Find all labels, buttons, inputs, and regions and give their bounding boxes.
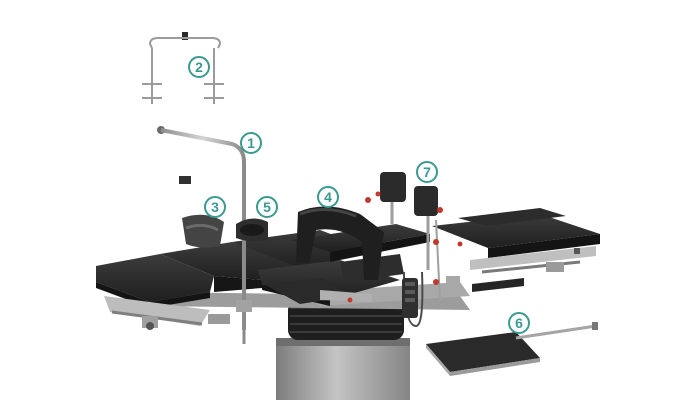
iv-pole xyxy=(142,32,224,240)
lateral-support xyxy=(347,172,463,303)
head-pad xyxy=(236,218,268,242)
instrument-tray xyxy=(426,322,598,376)
callout-6: 6 xyxy=(508,312,530,334)
callout-7: 7 xyxy=(416,161,438,183)
callout-1: 1 xyxy=(240,132,262,154)
callout-3: 3 xyxy=(204,196,226,218)
hand-remote xyxy=(402,271,424,328)
arm-support xyxy=(182,214,224,248)
shoulder-support xyxy=(296,206,384,280)
callout-5: 5 xyxy=(256,196,278,218)
base-column xyxy=(276,338,410,400)
callout-4: 4 xyxy=(317,186,339,208)
leg-plates xyxy=(96,254,230,330)
arm-board xyxy=(264,278,372,304)
side-rail-arm xyxy=(157,126,252,344)
head-section xyxy=(432,208,600,292)
callout-2: 2 xyxy=(188,56,210,78)
